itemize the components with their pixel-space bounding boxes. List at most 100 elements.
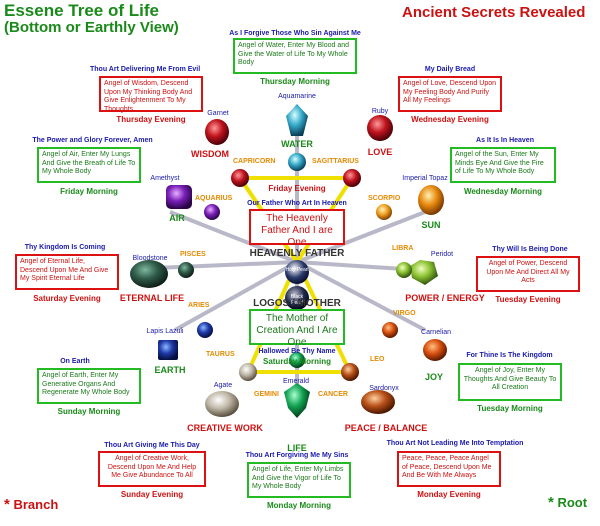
sun-label: SUN [421,220,441,230]
peace-time: Monday Evening [417,490,481,499]
life-angel-box: Angel of Life, Enter My Limbs And Give t… [247,462,351,498]
love-header: My Daily Bread [424,66,476,73]
right-title: Ancient Secrets Revealed [402,4,586,21]
topaz-gem [418,185,444,215]
spoke-sun [296,210,426,264]
earth-angel-box: Angel of Earth, Enter My Generative Orga… [37,368,141,404]
power-label: POWER / ENERGY [405,293,485,303]
page-subtitle: (Bottom or Earthly View) [4,19,179,36]
spoke-earth [174,260,298,332]
spoke-air [169,210,298,264]
heavenly-father-box: The Heavenly Father And I are One [249,209,345,248]
virgo-gem [382,322,398,338]
friday-evening-time: Friday Evening [268,184,326,193]
branch-label: * Branch [4,496,58,513]
love-time: Wednesday Evening [411,115,489,124]
center-bottom-header: Hallowed Be Thy Name [258,348,336,355]
agate-label: Agate [213,382,233,389]
aries-label: ARIES [188,302,210,309]
sagittarius-label: SAGITTARIUS [312,158,359,165]
bloodstone-label: Bloodstone [132,255,168,262]
lapis-label: Lapis Lazuli [146,328,184,335]
water-inner-gem [288,153,306,171]
peace-angel-box: Peace, Peace, Peace Angel of Peace, Desc… [397,451,501,487]
earth-label: EARTH [154,365,186,375]
life-inner-gem [289,352,305,368]
creative-time: Sunday Evening [120,490,184,499]
eternal-header: Thy Kingdom Is Coming [24,244,106,251]
earth-time: Sunday Morning [57,407,121,416]
pisces-gem [178,262,194,278]
sun-time: Wednesday Morning [463,187,543,196]
center-top-header: Our Father Who Art In Heaven [247,200,347,207]
earth-header: On Earth [60,358,90,365]
creative-angel-box: Angel of Creative Work, Descend Upon Me … [98,451,206,487]
peridot-gem [410,260,438,285]
sagittarius-gem [343,169,361,187]
libra-label: LIBRA [392,245,414,252]
peridot-label: Peridot [430,251,454,258]
node-bottom-label: Black Pearl [290,294,304,306]
taurus-label: TAURUS [206,351,235,358]
capricorn-label: CAPRICORN [233,158,276,165]
node-top-label: Holy Pearl [285,267,309,273]
page-title: Essene Tree of Life [4,1,159,20]
water-header: As I Forgive Those Who Sin Against Me [229,30,361,37]
life-time: Monday Morning [267,501,331,510]
garnet-label: Garnet [207,110,229,117]
aquarius-label: AQUARIUS [195,195,233,202]
emerald-gem [284,383,310,418]
heavenly-father-label: HEAVENLY FATHER [249,248,345,259]
leo-label: LEO [370,356,385,363]
aquamarine-label: Aquamarine [278,93,316,100]
bloodstone-gem [130,260,168,288]
wisdom-angel-box: Angel of Wisdom, Descend Upon My Thinkin… [99,76,203,113]
water-angel-box: Angel of Water, Enter My Blood and Give … [233,38,357,74]
root-star: * [548,494,554,511]
life-header: Thou Art Forgiving Me My Sins [245,452,349,459]
aquarius-gem [204,204,220,220]
power-angel-box: Angel of Power, Descend Upon Me And Dire… [476,256,580,292]
agate-gem [205,391,239,417]
wisdom-label: WISDOM [191,149,229,159]
air-time: Friday Morning [60,187,118,196]
air-header: The Power and Glory Forever, Amen [32,137,153,144]
life-label: LIFE [287,443,307,453]
gemini-label: GEMINI [254,391,279,398]
topaz-label: Imperial Topaz [402,175,448,182]
root-text: Root [557,495,588,510]
taurus-gem [197,322,213,338]
amethyst-gem [166,185,192,209]
mother-creation-box: The Mother of Creation And I Are One [249,309,345,348]
branch-star: * [4,496,10,513]
carnelian-label: Carnelian [421,329,451,336]
sardonyx-gem [361,390,395,414]
air-label: AIR [169,213,185,223]
logos-mother-label: LOGOS / MOTHER [253,298,341,309]
gemini-gem [239,363,257,381]
power-time: Tuesday Evening [495,295,561,304]
aquamarine-gem [286,104,308,136]
joy-header: For Thine Is The Kingdom [466,352,553,359]
peace-header: Thou Art Not Leading Me Into Temptation [386,440,524,447]
spoke-joy [296,260,426,332]
joy-time: Tuesday Morning [477,404,543,413]
carnelian-gem [423,339,447,361]
branch-text: Branch [13,497,59,512]
sardonyx-label: Sardonyx [369,385,399,392]
creative-header: Thou Art Giving Me This Day [104,442,200,449]
love-label: LOVE [367,147,393,157]
power-header: Thy Will Is Being Done [492,246,568,253]
capricorn-gem [231,169,249,187]
peace-label: PEACE / BALANCE [344,423,428,433]
holy-pearl-node [285,260,309,284]
eternal-time: Saturday Evening [33,294,101,303]
lapis-gem [158,340,178,360]
love-angel-box: Angel of Love, Descend Upon My Feeling B… [398,76,502,112]
ruby-label: Ruby [371,108,389,115]
eternal-angel-box: Angel of Eternal Life, Descend Upon Me A… [15,254,119,290]
ruby-gem [367,115,393,141]
amethyst-label: Amethyst [150,175,180,182]
water-time: Thursday Morning [260,77,330,86]
